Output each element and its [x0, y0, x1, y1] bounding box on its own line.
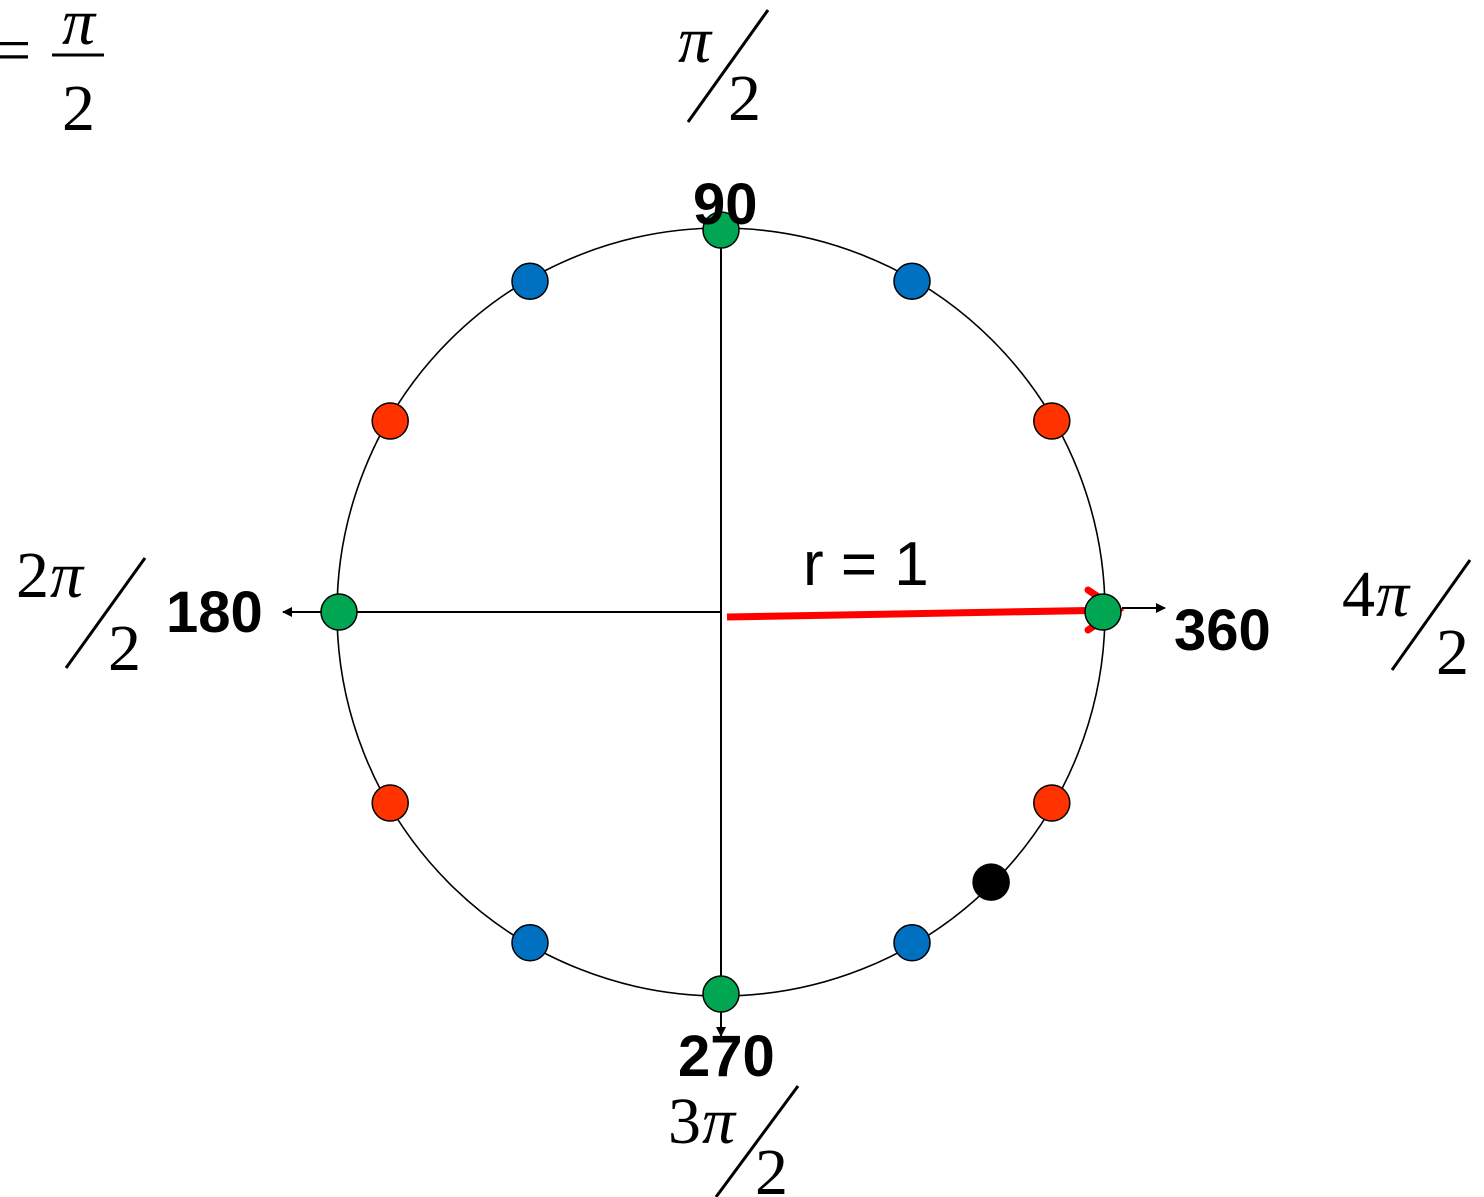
rad-270-slash — [714, 1085, 800, 1197]
point-300-blue — [893, 924, 931, 962]
rad-90-slash — [686, 9, 770, 123]
point-270-green — [702, 975, 740, 1013]
degree-label-270: 270 — [678, 1024, 775, 1089]
point-30-red — [1033, 402, 1071, 440]
radian-label-360: 4 π 2 — [1342, 558, 1472, 689]
point-180-green — [320, 593, 358, 631]
rad-270-coef: 3 — [668, 1085, 701, 1158]
point-330-red — [1033, 784, 1071, 822]
degree-label-180: 180 — [166, 580, 263, 645]
rad-270-pi: π — [702, 1085, 737, 1158]
rad-360-den: 2 — [1436, 616, 1469, 689]
point-360-green — [1084, 593, 1122, 631]
rad-360-pi: π — [1376, 558, 1411, 631]
radian-label-270: 3 π 2 — [668, 1085, 800, 1197]
rad-270-den: 2 — [755, 1136, 788, 1197]
point-315-black — [972, 863, 1010, 901]
point-210-red — [371, 784, 409, 822]
rad-90-den: 2 — [728, 62, 761, 135]
equals-sign: = — [0, 14, 31, 87]
radian-label-90: π 2 — [678, 4, 770, 135]
degree-label-360: 360 — [1174, 598, 1271, 663]
rad-180-pi: π — [50, 539, 85, 612]
top-left-formula: = π 2 — [0, 0, 104, 145]
formula-numerator: π — [62, 0, 97, 59]
rad-360-slash — [1390, 559, 1472, 671]
formula-denominator: 2 — [62, 72, 95, 145]
degree-label-90: 90 — [693, 172, 758, 237]
point-60-blue — [893, 262, 931, 300]
rad-180-slash — [64, 557, 147, 669]
radian-label-180: 2 π 2 — [16, 539, 147, 685]
radius-line — [726, 606, 1118, 621]
point-120-blue — [511, 262, 549, 300]
rad-180-den: 2 — [108, 612, 141, 685]
point-240-blue — [511, 924, 549, 962]
radius-label: r = 1 — [803, 530, 929, 599]
point-150-red — [371, 402, 409, 440]
rad-90-pi: π — [678, 4, 713, 77]
rad-180-coef: 2 — [16, 539, 49, 612]
angle-points — [320, 211, 1122, 1013]
rad-360-coef: 4 — [1342, 558, 1375, 631]
point-90-green — [702, 211, 740, 249]
